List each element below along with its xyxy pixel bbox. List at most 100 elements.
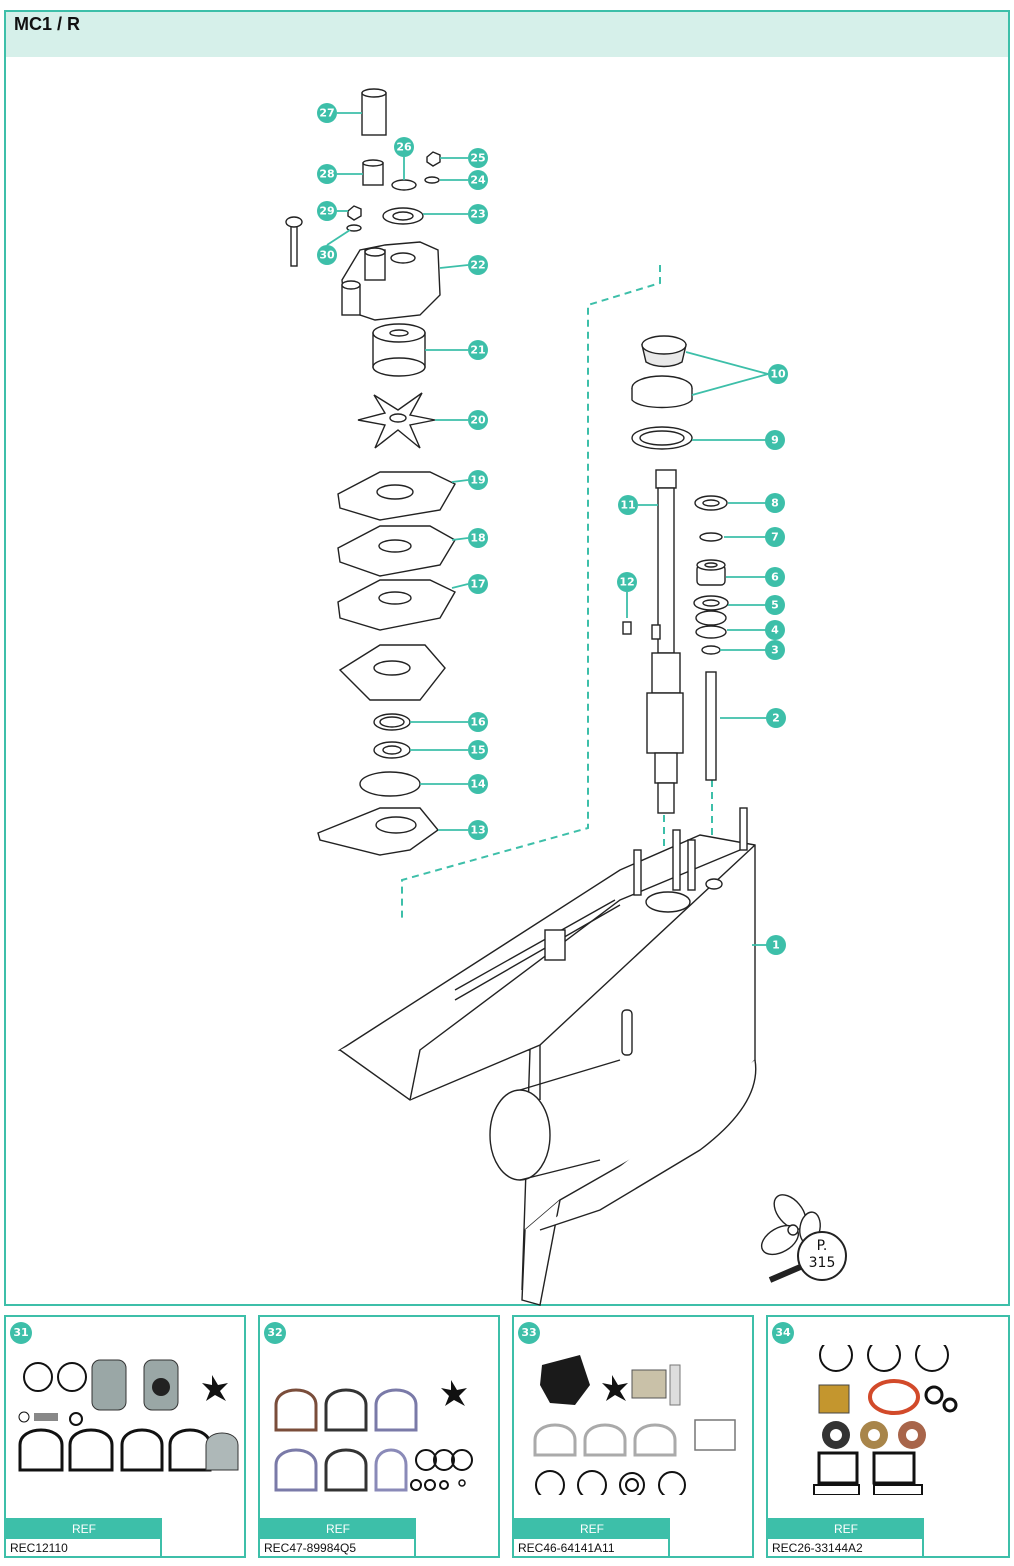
- o-ring: [359, 771, 421, 797]
- svg-text:27: 27: [319, 107, 334, 120]
- callout-8: 8: [765, 493, 785, 513]
- svg-text:12: 12: [619, 576, 634, 589]
- kit-ref-code: REC12110: [6, 1538, 162, 1556]
- svg-text:28: 28: [319, 168, 334, 181]
- callout-22: 22: [468, 255, 488, 275]
- gasket: [337, 471, 456, 521]
- svg-text:14: 14: [470, 778, 486, 791]
- oil-seal: [373, 713, 411, 731]
- callout-4: 4: [765, 620, 785, 640]
- svg-text:5: 5: [771, 599, 779, 612]
- callout-12: 12: [617, 572, 637, 592]
- wear-plate: [338, 644, 446, 701]
- svg-text:17: 17: [470, 578, 485, 591]
- ref-label: REF: [260, 1518, 416, 1538]
- callout-13: 13: [468, 820, 488, 840]
- svg-text:22: 22: [470, 259, 485, 272]
- kit-ref-code: REC47-89984Q5: [260, 1538, 416, 1556]
- callout-1: 1: [766, 935, 786, 955]
- callout-28: 28: [317, 164, 337, 184]
- svg-text:21: 21: [470, 344, 485, 357]
- kit-number-badge: 31: [10, 1322, 32, 1344]
- impeller: [357, 392, 436, 449]
- kit-photo: [18, 1359, 239, 1472]
- o-ring: [695, 625, 727, 639]
- svg-text:2: 2: [772, 712, 780, 725]
- kit-card-32[interactable]: 32 REF REC47-89984Q5: [258, 1315, 500, 1558]
- o-ring: [701, 645, 721, 655]
- kit-photo: [533, 1355, 736, 1495]
- kit-ref-code: REC26-33144A2: [768, 1538, 924, 1556]
- washer: [424, 176, 440, 184]
- callout-29: 29: [317, 201, 337, 221]
- svg-text:20: 20: [470, 414, 486, 427]
- magnifier-icon: [768, 1231, 847, 1283]
- stud: [705, 671, 717, 781]
- key: [622, 621, 632, 635]
- callout-3: 3: [765, 640, 785, 660]
- callout-27: 27: [317, 103, 337, 123]
- callout-26: 26: [394, 137, 414, 157]
- pump-housing: [341, 241, 441, 321]
- svg-text:13: 13: [470, 824, 485, 837]
- callout-16: 16: [468, 712, 488, 732]
- bushing: [693, 595, 729, 626]
- kit-card-33[interactable]: 33 REF REC46-64141A11: [512, 1315, 754, 1558]
- washer: [346, 224, 362, 232]
- kit-ref-code: REC46-64141A11: [514, 1538, 670, 1556]
- nut: [426, 151, 441, 167]
- callout-leaders: [326, 112, 769, 946]
- ref-label: REF: [768, 1518, 924, 1538]
- callout-2: 2: [766, 708, 786, 728]
- diagram-frame: [4, 10, 1010, 1306]
- pump-seal: [382, 207, 424, 225]
- callout-7: 7: [765, 527, 785, 547]
- kit-number-badge: 34: [772, 1322, 794, 1344]
- svg-text:25: 25: [470, 152, 485, 165]
- svg-text:8: 8: [771, 497, 779, 510]
- svg-text:16: 16: [470, 716, 486, 729]
- svg-text:26: 26: [396, 141, 412, 154]
- svg-text:4: 4: [771, 624, 779, 637]
- bushing: [696, 559, 726, 586]
- callout-23: 23: [468, 204, 488, 224]
- sleeve: [362, 159, 384, 186]
- callout-6: 6: [765, 567, 785, 587]
- water-tube: [361, 88, 387, 136]
- svg-text:1: 1: [772, 939, 780, 952]
- kit-photo: [274, 1380, 473, 1492]
- propeller-page-reference[interactable]: P. 315: [757, 1189, 847, 1283]
- callout-24: 24: [468, 170, 488, 190]
- page-ref-number: 315: [809, 1255, 836, 1271]
- svg-text:18: 18: [470, 532, 485, 545]
- ref-label: REF: [514, 1518, 670, 1538]
- svg-text:6: 6: [771, 571, 779, 584]
- svg-text:23: 23: [470, 208, 485, 221]
- svg-text:3: 3: [771, 644, 779, 657]
- page-ref-prefix: P.: [817, 1238, 828, 1254]
- svg-text:24: 24: [470, 174, 486, 187]
- oil-seal: [373, 741, 411, 759]
- screw: [285, 216, 303, 267]
- callout-19: 19: [468, 470, 488, 490]
- shim: [631, 426, 693, 450]
- callout-9: 9: [765, 430, 785, 450]
- nut: [347, 205, 362, 221]
- ref-label: REF: [6, 1518, 162, 1538]
- gasket: [317, 807, 440, 856]
- gearcase-housing: [337, 807, 757, 1306]
- dashed-guide-line: [401, 265, 661, 918]
- callout-10: 10: [768, 364, 788, 384]
- gasket: [337, 525, 456, 577]
- washer: [694, 495, 728, 511]
- page-title: MC1 / R: [14, 14, 81, 34]
- callout-17: 17: [468, 574, 488, 594]
- kit-photo: [813, 1345, 958, 1495]
- svg-text:9: 9: [771, 434, 779, 447]
- o-ring: [699, 532, 723, 542]
- kit-card-34[interactable]: 34 REF REC26-33144A2: [766, 1315, 1010, 1558]
- exploded-parts-diagram: 1 2 3 4 5 6 7 8 9 10 11 12 13 14 15 16 1…: [285, 88, 847, 1306]
- callout-11: 11: [618, 495, 638, 515]
- kit-card-31[interactable]: 31 REF REC12110: [4, 1315, 246, 1558]
- callout-5: 5: [765, 595, 785, 615]
